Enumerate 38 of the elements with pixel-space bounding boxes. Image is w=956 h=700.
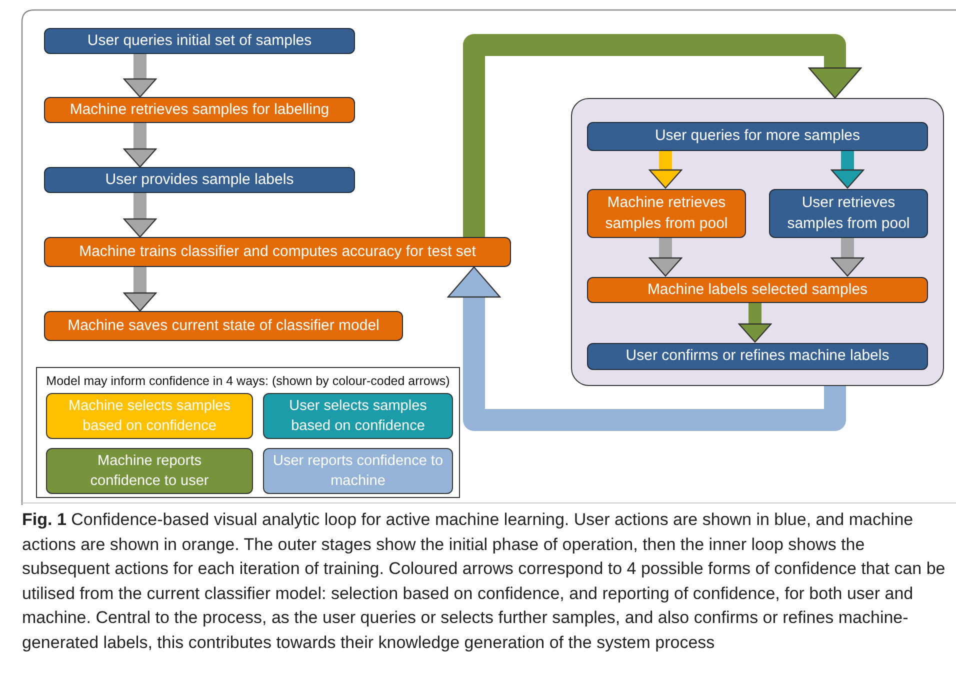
box-label: Machine labels selected samples — [646, 280, 869, 300]
loop-panel — [571, 98, 944, 386]
machine-action-box — [44, 311, 403, 341]
machine-action-box — [587, 189, 746, 238]
box-label: Machine retrieves samples for labelling — [68, 100, 330, 120]
block-arrow — [123, 123, 157, 168]
user-action-box — [44, 167, 355, 193]
box-label: Machine trains classifier and computes accuracy for test set — [78, 242, 477, 262]
legend-title: Model may inform confidence in 4 ways: (shown by colour-coded arrows) — [45, 374, 451, 388]
user-action-box — [587, 122, 928, 151]
block-arrow — [648, 237, 682, 277]
machine-action-box — [587, 277, 928, 303]
legend-text: User reports confidence to machine — [272, 452, 444, 491]
box-label: User queries for more samples — [654, 126, 862, 146]
legend-text: User selects samples based on confidence — [288, 396, 428, 436]
box-label: Machine retrieves samples from pool — [604, 193, 729, 234]
block-arrow — [648, 150, 682, 189]
block-arrow — [830, 237, 864, 277]
user-action-box — [587, 343, 928, 370]
box-label: User confirms or refines machine labels — [624, 346, 890, 366]
block-arrow — [463, 34, 862, 237]
box-label: User provides sample labels — [104, 170, 295, 190]
block-arrow — [123, 54, 157, 98]
box-label: User retrieves samples from pool — [786, 193, 911, 234]
legend-text: Machine selects samples based on confidence — [68, 396, 232, 436]
machine-action-box — [44, 237, 511, 267]
block-arrow — [830, 150, 864, 189]
user-action-box — [44, 28, 355, 54]
figure-caption: Fig. 1 Confidence-based visual analytic loop for active machine learning. User actions are shown in blue, and machine actions are shown in orange. The outer stages show the initial phase of operation, then the inner loop shows the subsequent actions for each iteration of training. Coloured arrows correspond to 4 possible forms of confidence that can be utilised from the current classifier model: selection based on confidence, and reporting of confidence, for both user and machine. Central to the process, as the user queries or selects further samples, and also confirms or refines machine-generated labels, this contributes towards their knowledge generation of the system process — [22, 509, 946, 654]
block-arrow — [123, 193, 157, 238]
block-arrow — [738, 302, 772, 343]
block-arrow — [447, 266, 846, 431]
user-action-box — [769, 189, 928, 238]
machine-action-box — [44, 97, 355, 123]
legend-text: Machine reports confidence to user — [89, 452, 210, 491]
box-label: User queries initial set of samples — [86, 30, 313, 51]
block-arrow — [123, 267, 157, 312]
box-label: Machine saves current state of classifier model — [66, 316, 380, 336]
